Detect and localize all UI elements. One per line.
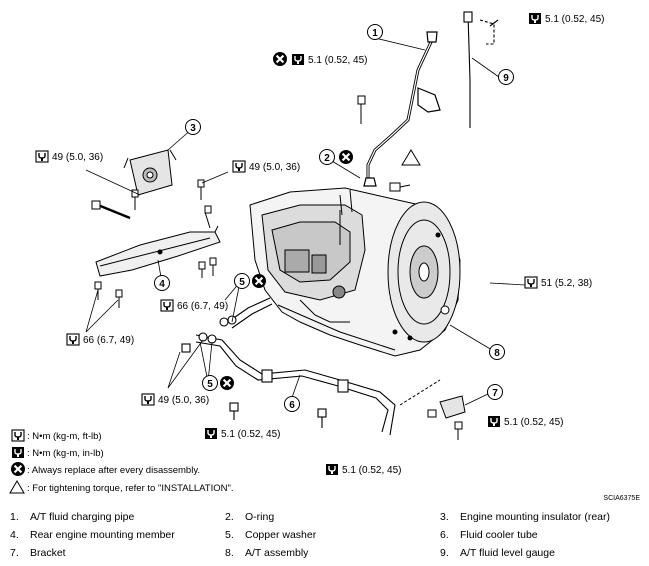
- svg-text:1: 1: [372, 28, 378, 39]
- callout-1: 1: [367, 24, 383, 40]
- torque-label: 5.1 (0.52, 45): [487, 415, 563, 428]
- svg-text:5.1 (0.52, 45): 5.1 (0.52, 45): [504, 417, 563, 428]
- torque-label: 66 (6.7, 49): [160, 299, 228, 312]
- bracket: [399, 379, 466, 440]
- torque-label: 5.1 (0.52, 45): [528, 12, 604, 25]
- torque-label: 5.1 (0.52, 45): [271, 50, 367, 68]
- callout-7: 7: [487, 384, 503, 400]
- svg-text:: N•m (kg-m, ft-lb): : N•m (kg-m, ft-lb): [27, 431, 102, 442]
- svg-text:9: 9: [503, 73, 509, 84]
- at-assembly: [249, 187, 461, 357]
- torque-label: 66 (6.7, 49): [66, 333, 134, 346]
- torque-label: 49 (5.0, 36): [35, 150, 103, 163]
- svg-text:66 (6.7, 49): 66 (6.7, 49): [177, 301, 228, 312]
- part-item: 2.O-ring: [225, 511, 275, 523]
- svg-text:66 (6.7, 49): 66 (6.7, 49): [83, 335, 134, 346]
- callout-9: 9: [498, 69, 514, 85]
- part-item: 3.Engine mounting insulator (rear): [440, 511, 610, 523]
- callout-6: 6: [284, 396, 300, 412]
- svg-text:2: 2: [324, 153, 330, 164]
- bolts-top: [339, 95, 411, 245]
- callout-8: 8: [489, 344, 505, 360]
- svg-text:49 (5.0, 36): 49 (5.0, 36): [52, 152, 103, 163]
- svg-text:4: 4: [159, 279, 165, 290]
- parts-row: 1.A/T fluid charging pipe 2.O-ring 3.Eng…: [10, 508, 640, 526]
- svg-text:: For tightening torque, refer: : For tightening torque, refer to "INSTA…: [27, 483, 234, 494]
- svg-text:5.1 (0.52, 45): 5.1 (0.52, 45): [308, 55, 367, 66]
- svg-text:5.1 (0.52, 45): 5.1 (0.52, 45): [545, 14, 604, 25]
- svg-text:: Always replace after every d: : Always replace after every disassembly…: [27, 465, 200, 476]
- legend-text: : N•m (kg-m, ft-lb) : N•m (kg-m, in-lb) …: [27, 431, 234, 494]
- torque-label: 49 (5.0, 36): [141, 393, 209, 406]
- svg-text:8: 8: [494, 348, 500, 359]
- installation-triangle-icon: [401, 149, 421, 166]
- svg-text:6: 6: [289, 400, 295, 411]
- parts-list: 1.A/T fluid charging pipe 2.O-ring 3.Eng…: [10, 508, 640, 562]
- charging-pipe: [363, 31, 441, 187]
- mounting-member: [91, 200, 221, 277]
- torque-label: 51 (5.2, 38): [524, 276, 592, 289]
- part-item: 6.Fluid cooler tube: [440, 529, 538, 541]
- legend-icons: [9, 429, 27, 494]
- figure-code: SCIA6375E: [603, 495, 640, 502]
- part-item: 1.A/T fluid charging pipe: [10, 511, 135, 523]
- svg-text:: N•m (kg-m, in-lb): : N•m (kg-m, in-lb): [27, 448, 104, 459]
- svg-text:7: 7: [492, 388, 498, 399]
- svg-text:3: 3: [190, 123, 196, 134]
- callout-3: 3: [185, 119, 201, 135]
- mount-bolts: [94, 179, 219, 308]
- part-item: 4.Rear engine mounting member: [10, 529, 175, 541]
- cooler-tube: [181, 297, 396, 436]
- callout-5b: 5: [202, 374, 236, 392]
- part-item: 8.A/T assembly: [225, 547, 309, 559]
- part-item: 7.Bracket: [10, 547, 66, 559]
- svg-text:51 (5.2, 38): 51 (5.2, 38): [541, 278, 592, 289]
- svg-text:5: 5: [239, 277, 245, 288]
- svg-text:5: 5: [207, 379, 213, 390]
- part-item: 9.A/T fluid level gauge: [440, 547, 555, 559]
- callout-2: 2: [319, 148, 355, 166]
- level-gauge: [463, 11, 499, 128]
- parts-row: 4.Rear engine mounting member 5.Copper w…: [10, 526, 640, 544]
- torque-label: 5.1 (0.52, 45): [204, 427, 280, 440]
- torque-label: 49 (5.0, 36): [232, 160, 300, 173]
- svg-text:49 (5.0, 36): 49 (5.0, 36): [249, 162, 300, 173]
- svg-text:49 (5.0, 36): 49 (5.0, 36): [158, 395, 209, 406]
- callout-5a: 5: [234, 272, 268, 290]
- torque-label: 5.1 (0.52, 45): [325, 463, 401, 476]
- svg-text:5.1 (0.52, 45): 5.1 (0.52, 45): [221, 429, 280, 440]
- mount-insulator: [123, 149, 177, 196]
- callout-4: 4: [154, 275, 170, 291]
- svg-text:5.1 (0.52, 45): 5.1 (0.52, 45): [342, 465, 401, 476]
- parts-row: 7.Bracket 8.A/T assembly 9.A/T fluid lev…: [10, 544, 640, 562]
- part-item: 5.Copper washer: [225, 529, 317, 541]
